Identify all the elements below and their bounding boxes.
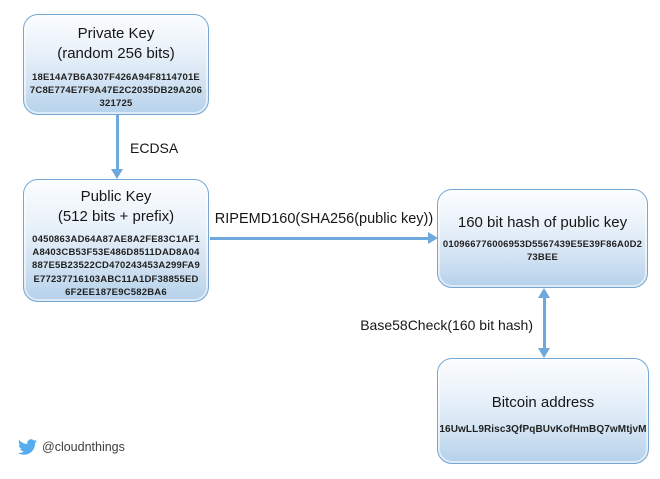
private-key-box: Private Key (random 256 bits) 18E14A7B6A… [23,14,209,115]
hash160-box: 160 bit hash of public key 0109667760069… [437,189,648,288]
base58-arrow-line [543,297,546,349]
ripemd-arrow-line [210,237,429,240]
twitter-handle: @cloudnthings [42,440,125,454]
footer-watermark: @cloudnthings [18,439,125,455]
base58-arrow-label: Base58Check(160 bit hash) [360,317,533,333]
bitcoin-address-title: Bitcoin address [491,394,595,412]
bitcoin-address-value: 16UwLL9Risc3QfPqBUvKofHmBQ7wMtjvM [439,423,647,435]
public-key-title: Public Key (512 bits + prefix) [57,188,175,225]
hash160-title: 160 bit hash of public key [457,213,628,231]
ripemd-arrow-label: RIPEMD160(SHA256(public key)) [214,211,434,227]
base58-arrow-head-up-icon [538,288,550,298]
private-key-title: Private Key (random 256 bits) [57,25,175,62]
ecdsa-arrow-line [116,115,119,170]
twitter-icon [18,439,37,455]
ripemd-arrow-head-icon [428,232,438,244]
base58-arrow-head-down-icon [538,348,550,358]
ecdsa-arrow-head-icon [111,169,123,179]
ecdsa-arrow-label: ECDSA [130,140,179,156]
public-key-box: Public Key (512 bits + prefix) 0450863AD… [23,179,209,302]
bitcoin-address-box: Bitcoin address 16UwLL9Risc3QfPqBUvKofHm… [437,358,649,464]
